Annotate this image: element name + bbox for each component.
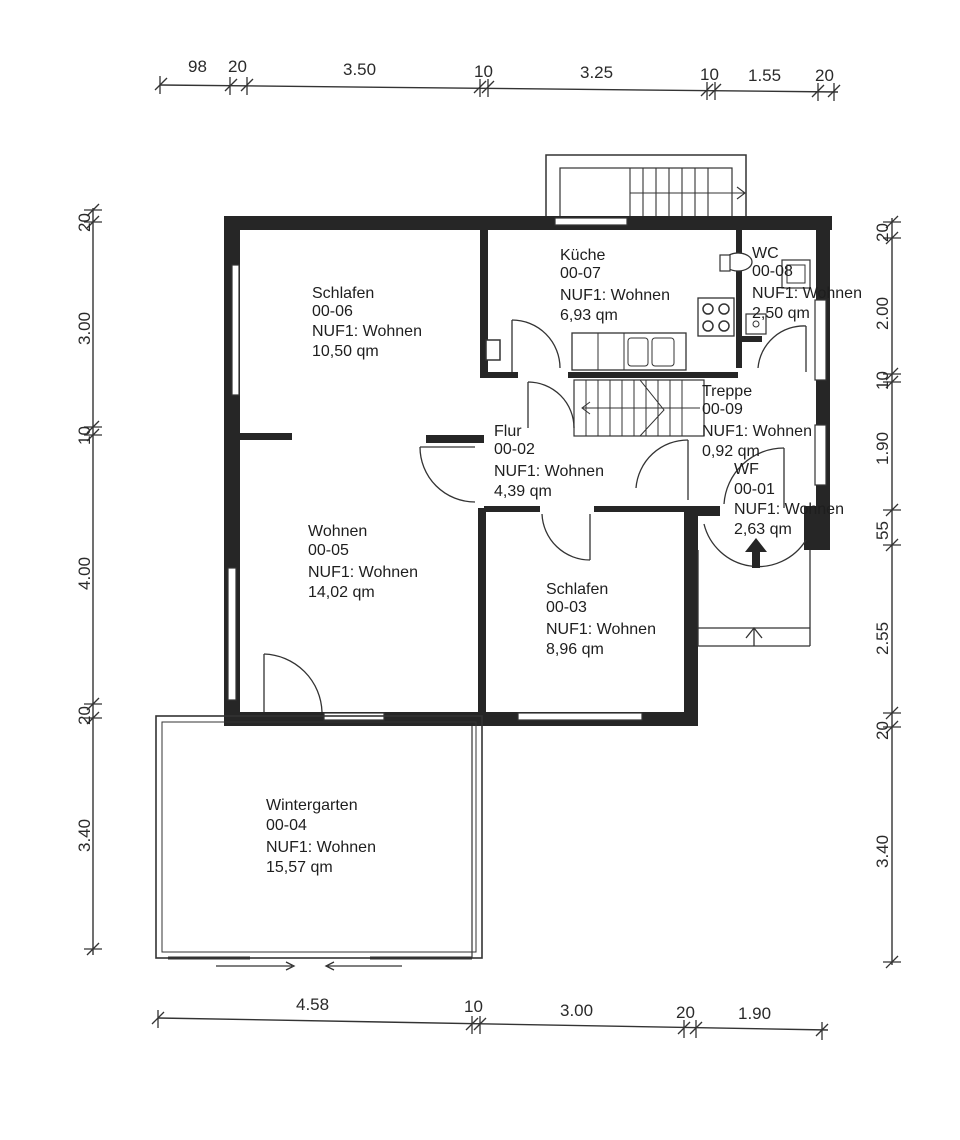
- interior-stair: [573, 379, 705, 437]
- room-id: 00-06: [312, 303, 353, 320]
- dim-top-6: 10: [700, 65, 719, 84]
- wintergarten-frame: [155, 715, 483, 971]
- dimension-lines: [84, 76, 901, 1040]
- dim-right-2: 2.00: [873, 297, 892, 330]
- dim-top-7: 1.55: [748, 66, 781, 85]
- room-name: Küche: [560, 247, 605, 264]
- kitchen-fixtures: [571, 297, 735, 371]
- dim-bottom-2: 10: [464, 997, 483, 1016]
- room-use: NUF1: Wohnen: [312, 323, 422, 340]
- dim-left-6: 3.40: [75, 819, 94, 852]
- dim-right-3: 10: [873, 371, 892, 390]
- room-id: 00-08: [752, 263, 793, 280]
- room-id: 00-07: [560, 265, 601, 282]
- room-area: 2,50 qm: [752, 305, 810, 322]
- room-name: WC: [752, 245, 779, 262]
- dim-top-8: 20: [815, 66, 834, 85]
- room-id: 00-05: [308, 542, 349, 559]
- room-id: 00-01: [734, 481, 775, 498]
- dim-right-4: 1.90: [873, 432, 892, 465]
- dim-left-1: 20: [75, 213, 94, 232]
- exterior-stair: [545, 154, 747, 224]
- room-name: Flur: [494, 423, 522, 440]
- dim-right-1: 20: [873, 223, 892, 242]
- room-schlafen-00-03: Schlafen 00-03 NUF1: Wohnen 8,96 qm: [546, 581, 656, 658]
- room-wc-00-08: WC 00-08 NUF1: Wohnen 2,50 qm: [752, 245, 862, 322]
- room-wohnen-00-05: Wohnen 00-05 NUF1: Wohnen 14,02 qm: [308, 523, 418, 601]
- room-use: NUF1: Wohnen: [560, 287, 670, 304]
- room-area: 15,57 qm: [266, 859, 333, 876]
- doors: [263, 319, 807, 713]
- dim-right-6: 2.55: [873, 622, 892, 655]
- room-use: NUF1: Wohnen: [308, 564, 418, 581]
- room-name: Wohnen: [308, 523, 367, 540]
- room-treppe-00-09: Treppe 00-09 NUF1: Wohnen 0,92 qm: [702, 383, 812, 460]
- room-area: 6,93 qm: [560, 307, 618, 324]
- room-use: NUF1: Wohnen: [752, 285, 862, 302]
- entrance-porch: [697, 550, 811, 647]
- room-use: NUF1: Wohnen: [546, 621, 656, 638]
- dim-left-2: 3.00: [75, 312, 94, 345]
- room-kueche-00-07: Küche 00-07 NUF1: Wohnen 6,93 qm: [560, 247, 670, 324]
- room-id: 00-09: [702, 401, 743, 418]
- room-name: Wintergarten: [266, 797, 358, 814]
- dim-bottom-5: 1.90: [738, 1004, 771, 1023]
- room-area: 0,92 qm: [702, 443, 760, 460]
- room-name: Schlafen: [546, 581, 608, 598]
- dim-top-2: 20: [228, 57, 247, 76]
- room-use: NUF1: Wohnen: [266, 839, 376, 856]
- dim-top-1: 98: [188, 57, 207, 76]
- room-id: 00-02: [494, 441, 535, 458]
- room-use: NUF1: Wohnen: [494, 463, 604, 480]
- dim-right-8: 3.40: [873, 835, 892, 868]
- room-area: 14,02 qm: [308, 584, 375, 601]
- room-use: NUF1: Wohnen: [702, 423, 812, 440]
- room-schlafen-00-06: Schlafen 00-06 NUF1: Wohnen 10,50 qm: [312, 285, 422, 360]
- wc-fixtures: [719, 252, 811, 335]
- room-flur-00-02: Flur 00-02 NUF1: Wohnen 4,39 qm: [494, 423, 604, 500]
- room-id: 00-03: [546, 599, 587, 616]
- room-wintergarten-00-04: Wintergarten 00-04 NUF1: Wohnen 15,57 qm: [266, 797, 376, 876]
- dim-top-3: 3.50: [343, 60, 376, 79]
- dim-right-5: 55: [873, 521, 892, 540]
- dim-bottom-4: 20: [676, 1003, 695, 1022]
- room-id: 00-04: [266, 817, 307, 834]
- room-area: 8,96 qm: [546, 641, 604, 658]
- dim-bottom-1: 4.58: [296, 995, 329, 1014]
- dim-top-4: 10: [474, 62, 493, 81]
- dim-left-4: 4.00: [75, 557, 94, 590]
- dim-left-3: 10: [75, 426, 94, 445]
- room-name: WF: [734, 461, 759, 478]
- room-name: Treppe: [702, 383, 752, 400]
- dim-bottom-3: 3.00: [560, 1001, 593, 1020]
- dim-right-7: 20: [873, 721, 892, 740]
- room-area: 4,39 qm: [494, 483, 552, 500]
- room-use: NUF1: Wohnen: [734, 501, 844, 518]
- room-wf-00-01: WF 00-01 NUF1: Wohnen 2,63 qm: [734, 461, 844, 538]
- dim-left-5: 20: [75, 706, 94, 725]
- room-area: 2,63 qm: [734, 521, 792, 538]
- shaft: [485, 339, 501, 361]
- room-area: 10,50 qm: [312, 343, 379, 360]
- entrance-arrow-icon: [745, 538, 767, 568]
- room-name: Schlafen: [312, 285, 374, 302]
- dim-top-5: 3.25: [580, 63, 613, 82]
